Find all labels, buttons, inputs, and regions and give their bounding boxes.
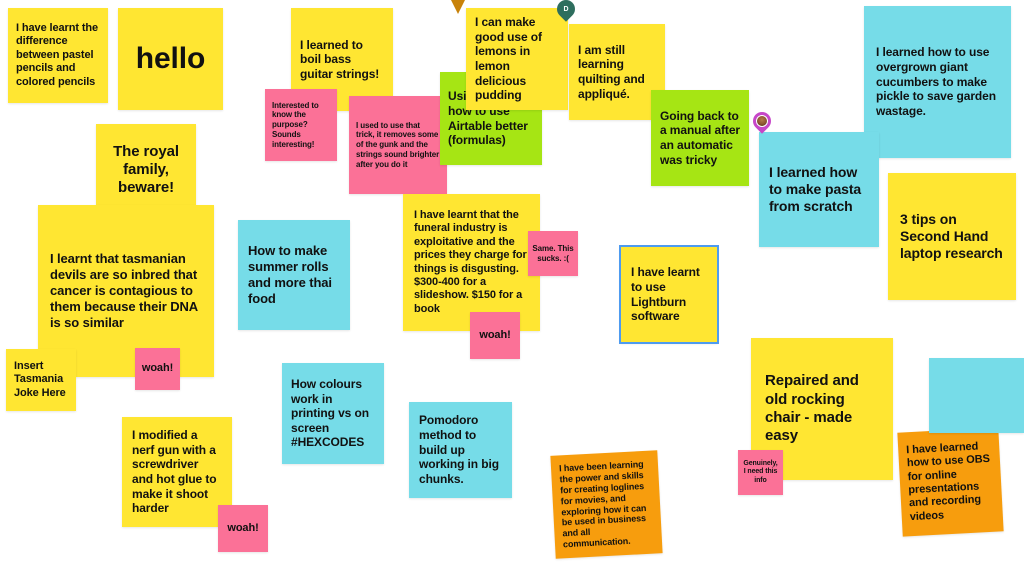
sticky-note-text: Pomodoro method to build up working in b… (419, 413, 499, 486)
sticky-note[interactable]: I have learnt to use Lightburn software (619, 245, 719, 344)
sticky-note[interactable]: 3 tips on Second Hand laptop research (888, 173, 1016, 300)
sticky-note-text: I modified a nerf gun with a screwdriver… (132, 428, 217, 516)
collaborator-pin-avatar (749, 108, 775, 136)
sticky-note-text: I have learnt the difference between pas… (16, 21, 99, 88)
sticky-note-text: I can make good use of lemons in lemon d… (475, 15, 542, 103)
sticky-note-text: I am still learning quilting and appliqu… (578, 42, 645, 101)
sticky-note[interactable]: Interested to know the purpose? Sounds i… (265, 89, 337, 161)
avatar (756, 115, 768, 127)
sticky-note-text: hello (135, 41, 206, 75)
sticky-note-text: Genuinely, I need this info (743, 459, 778, 484)
sticky-note-text: woah! (227, 521, 259, 534)
sticky-note[interactable]: woah! (135, 348, 180, 390)
sticky-note[interactable]: Going back to a manual after an automati… (651, 90, 749, 186)
sticky-note[interactable]: I have been learning the power and skill… (550, 450, 663, 559)
sticky-note-text: woah! (141, 362, 174, 375)
sticky-note[interactable]: I learnt that tasmanian devils are so in… (38, 205, 214, 377)
sticky-note-text: I have been learning the power and skill… (558, 458, 647, 550)
sticky-note-text: How colours work in printing vs on scree… (291, 376, 369, 450)
cursor-flag-pointer (450, 0, 466, 16)
sticky-note[interactable]: woah! (470, 312, 520, 359)
sticky-note[interactable]: I am still learning quilting and appliqu… (569, 24, 665, 120)
sticky-note-text: woah! (479, 328, 511, 341)
sticky-note-text: I learnt that tasmanian devils are so in… (50, 251, 198, 330)
cursor-flag-icon (450, 0, 466, 14)
sticky-note-text: I have learnt to use Lightburn software (631, 265, 700, 324)
collaborator-pin-d: D (553, 0, 579, 24)
sticky-note-text: How to make summer rolls and more thai f… (248, 243, 332, 306)
sticky-note[interactable]: I have learnt that the funeral industry … (403, 194, 540, 331)
sticky-note[interactable] (929, 358, 1024, 433)
sticky-note-text: Interested to know the purpose? Sounds i… (272, 100, 319, 149)
sticky-note[interactable]: Genuinely, I need this info (738, 450, 783, 495)
sticky-note-text: I learned how to make pasta from scratch (769, 163, 862, 215)
pin-initial-label: D (561, 4, 571, 14)
sticky-note[interactable]: Same. This sucks. :( (528, 231, 578, 276)
sticky-note-text: I used to use that trick, it removes som… (356, 120, 440, 169)
sticky-note-text: The royal family, beware! (113, 142, 179, 197)
sticky-note[interactable]: woah! (218, 505, 268, 552)
sticky-note-text: 3 tips on Second Hand laptop research (900, 210, 1003, 262)
sticky-note[interactable]: How colours work in printing vs on scree… (282, 363, 384, 464)
sticky-note-text: Going back to a manual after an automati… (660, 108, 740, 167)
sticky-note[interactable]: I modified a nerf gun with a screwdriver… (122, 417, 232, 527)
sticky-note-text: Same. This sucks. :( (532, 243, 574, 263)
sticky-note-text: Insert Tasmania Joke Here (14, 359, 66, 399)
sticky-note-text: I learned to boil bass guitar strings! (300, 37, 380, 81)
sticky-note[interactable]: I have learned how to use OBS for online… (897, 427, 1004, 537)
sticky-note-text: I learned how to use overgrown giant cuc… (876, 45, 996, 118)
sticky-note[interactable]: I can make good use of lemons in lemon d… (466, 8, 568, 110)
sticky-note-text: Repaired and old rocking chair - made ea… (765, 372, 859, 445)
sticky-note[interactable]: I learned how to use overgrown giant cuc… (864, 6, 1011, 158)
sticky-note-text: I have learnt that the funeral industry … (414, 208, 527, 315)
sticky-note[interactable]: I used to use that trick, it removes som… (349, 96, 447, 194)
sticky-note-text: I have learned how to use OBS for online… (905, 440, 991, 523)
sticky-note[interactable]: Insert Tasmania Joke Here (6, 349, 76, 411)
sticky-note[interactable]: hello (118, 8, 223, 110)
sticky-note[interactable]: I learned how to make pasta from scratch (759, 132, 879, 247)
sticky-note[interactable]: How to make summer rolls and more thai f… (238, 220, 350, 330)
sticky-note[interactable]: The royal family, beware! (96, 124, 196, 216)
sticky-note[interactable]: I have learnt the difference between pas… (8, 8, 108, 103)
sticky-note[interactable]: Pomodoro method to build up working in b… (409, 402, 512, 498)
